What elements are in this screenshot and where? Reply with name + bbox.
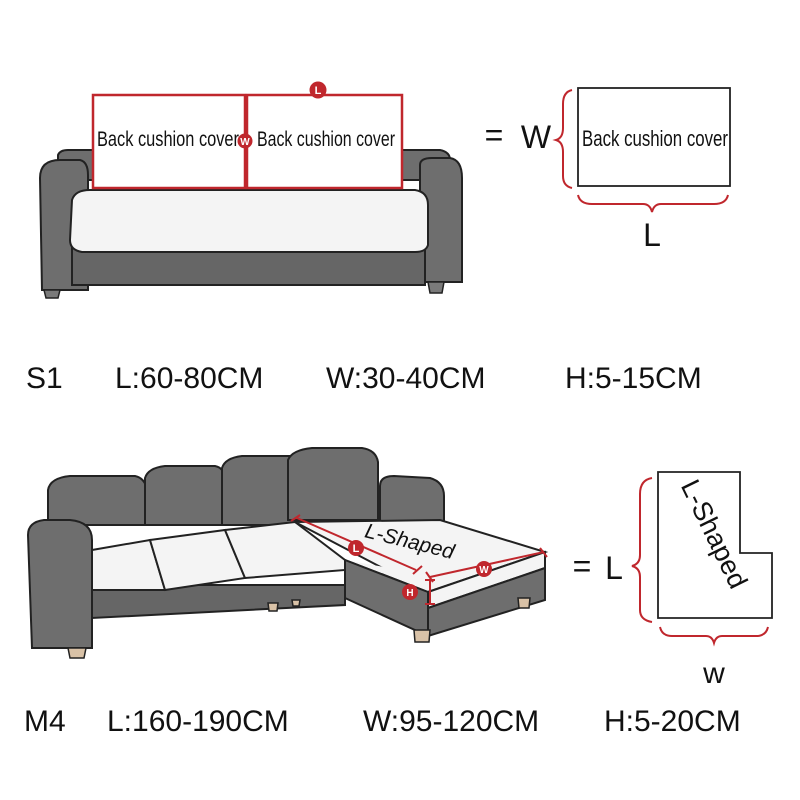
m4-back-cushion-2 [144,465,226,526]
s1-leg-left [43,289,61,299]
m4-leg-1 [67,647,87,659]
s1-sofa-base [71,247,426,286]
s1-length-marker: L [309,81,327,99]
m4-width-brace [659,626,769,647]
s1-equals-sign: = [485,117,504,153]
s1-width-marker-dot [237,133,253,149]
m4-cover-shape [657,471,773,619]
m4-width-marker: W [476,561,492,577]
s1-model-label: S1 [26,362,63,395]
m4-height-marker: H [402,584,418,600]
m4-main-base [91,584,346,620]
s1-width-spec: W:30-40CM [326,362,486,395]
s1-cover-dimension: = W Back cushion cover L [485,87,731,253]
s1-cushion-label-right: Back cushion cover [257,128,395,151]
m4-height-ticks [425,579,435,605]
s1-length-marker-label: L [315,85,322,97]
m4-specs-row: M4 L:160-190CM W:95-120CM H:5-20CM [0,705,800,749]
m4-right-arm [379,474,445,531]
m4-cover-dimension: = L L-Shaped w [573,471,773,690]
s1-width-brace [552,89,573,189]
s1-width-marker-label: W [240,137,250,148]
s1-length-marker-dot [309,81,327,99]
m4-leg-5 [517,597,531,609]
m4-dimension-w: w [702,657,725,690]
m4-length-marker-dot [348,540,364,556]
m4-left-arm [26,519,93,649]
s1-seat-cushion [68,189,429,253]
m4-height-spec: H:5-20CM [604,705,741,738]
s1-width-marker: W [237,133,253,149]
s1-right-arm [419,157,463,283]
s1-length-brace [577,194,729,213]
s1-cushion-label-left: Back cushion cover [97,128,239,151]
m4-length-brace [631,477,653,623]
m4-leg-4 [413,629,431,643]
m4-length-spec: L:160-190CM [107,705,289,738]
m4-length-marker: L [348,540,364,556]
m4-back-cushion-1 [47,475,148,526]
m4-sofa-illustration [26,447,549,659]
m4-model-label: M4 [24,705,66,738]
s1-cover-label: Back cushion cover [582,126,728,151]
s1-dimension-w: W [521,119,552,155]
m4-length-marker-label: L [353,543,360,555]
s1-length-spec: L:60-80CM [115,362,264,395]
m4-height-marker-dot [402,584,418,600]
s1-dimension-l: L [643,217,661,253]
m4-width-marker-dot [476,561,492,577]
m4-leg-3 [291,599,301,607]
m4-equals-sign: = [573,548,592,584]
m4-length-ticks [290,514,423,575]
m4-dimension-l: L [605,550,623,586]
m4-width-marker-label: W [479,565,489,576]
m4-chaise-base-front [427,566,546,638]
s1-specs-row: S1 L:60-80CM W:30-40CM H:5-15CM [0,362,800,406]
m4-back-cushion-4 [287,447,379,521]
s1-cover-box [577,87,731,187]
m4-leg-2 [267,602,279,612]
m4-height-marker-label: H [406,588,413,599]
s1-height-spec: H:5-15CM [565,362,702,395]
s1-back-cushions: Back cushion cover Back cushion cover [91,93,404,190]
s1-back-cushion-left [91,93,247,190]
s1-leg-right [427,281,445,294]
m4-width-spec: W:95-120CM [363,705,540,738]
